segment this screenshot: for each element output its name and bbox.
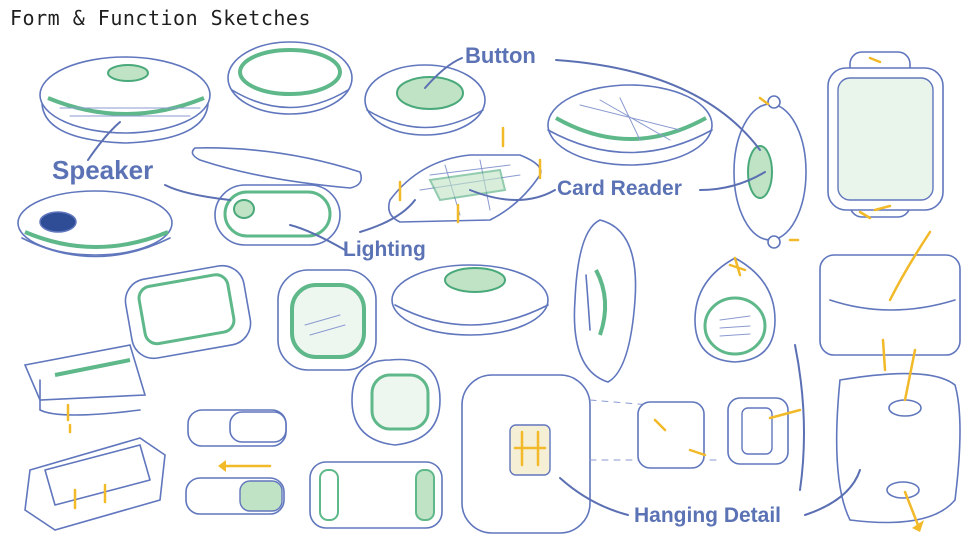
leader-lighting: [289, 224, 346, 251]
sketch-flat-dome: [391, 264, 549, 336]
label-card-reader: Card Reader: [557, 177, 682, 200]
leader-hanging-left: [559, 477, 629, 516]
sketch-square-lamp: [124, 264, 252, 360]
sketch-rounded-square-lens: [277, 269, 377, 371]
leader-card-reader: [699, 171, 766, 191]
label-lighting: Lighting: [343, 238, 426, 261]
sketch-dome-speaker: [39, 56, 211, 144]
sketch-teardrop-device: [694, 256, 776, 363]
sketch-wall-box-top: [819, 230, 961, 372]
sketch-stacked-pills: [185, 409, 287, 515]
sketch-wide-rectangle-lights: [309, 461, 443, 529]
label-speaker: Speaker: [52, 155, 154, 185]
sketch-oval-button-device: [364, 64, 486, 136]
sketch-small-squares-pins: [637, 397, 802, 469]
sketch-wall-box-bottom: [835, 348, 961, 532]
sketch-pill-device: [214, 184, 341, 246]
sketch-wall-hung-oval: [733, 95, 807, 249]
leader-speaker-top: [87, 121, 121, 161]
sketch-speaker-disc: [17, 190, 173, 258]
sketch-long-bar: [191, 147, 363, 189]
leader-button-right: [555, 59, 761, 151]
sketch-large-hanging-panel: [461, 374, 721, 534]
leader-hanging-right: [804, 469, 861, 516]
leader-lighting-up: [359, 199, 416, 233]
sketch-open-tray: [24, 437, 166, 531]
leader-speaker-bottom: [164, 184, 231, 201]
leader-lines: [87, 57, 861, 516]
sketch-angled-card-stand: [23, 344, 147, 434]
leader-hanging-curve: [794, 344, 805, 491]
label-button: Button: [465, 43, 536, 68]
sketch-grid-device: [387, 126, 542, 224]
leader-button-left: [424, 57, 463, 89]
label-hanging-detail: Hanging Detail: [634, 504, 782, 527]
page-title: Form & Function Sketches: [10, 6, 311, 30]
leader-card-reader-left: [469, 189, 556, 201]
sketch-hanging-frame: [827, 51, 944, 220]
sketch-tall-oval-side: [573, 219, 637, 383]
sketch-round-ring-device: [227, 41, 353, 115]
sketch-oval-lens-2: [351, 358, 441, 446]
sketch-card-reader-device: [547, 84, 713, 166]
